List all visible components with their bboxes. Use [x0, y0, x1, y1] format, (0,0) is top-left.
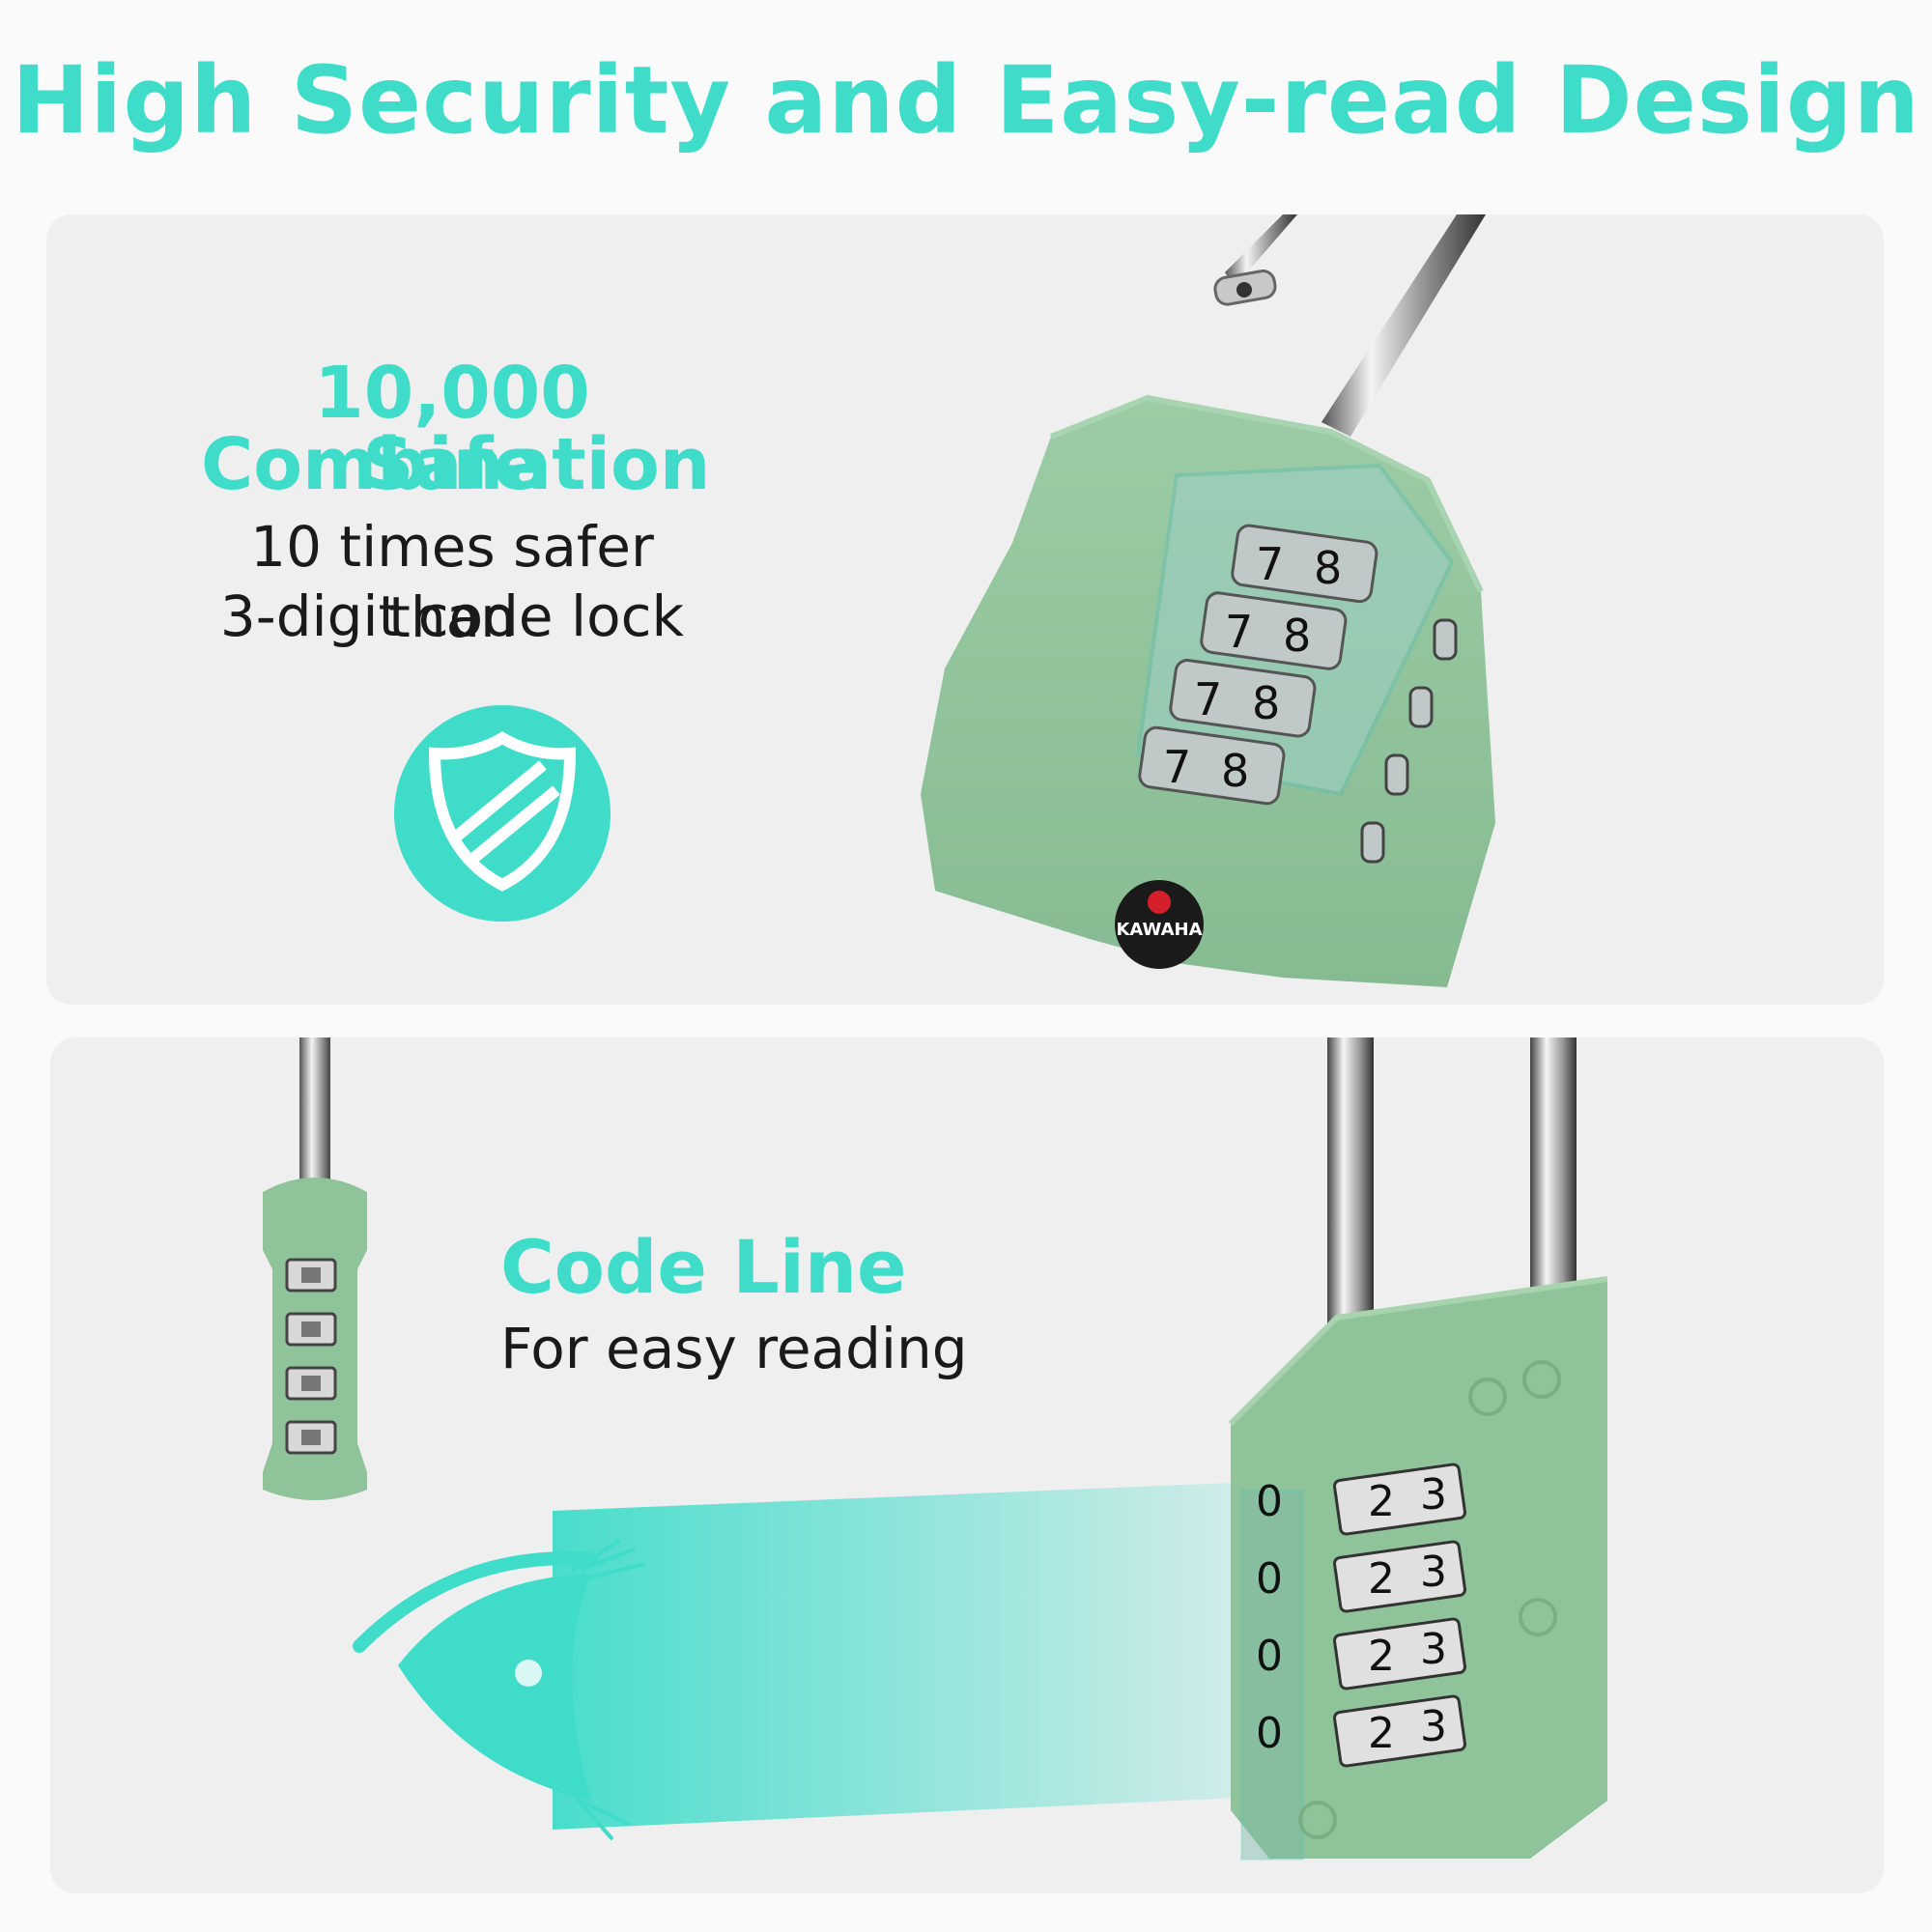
svg-text:7: 7	[1163, 741, 1191, 793]
svg-text:0: 0	[1256, 1477, 1283, 1526]
reading-beam	[353, 1482, 1258, 1841]
shield-icon	[394, 705, 611, 922]
code-line-panel: Code Line For easy reading	[50, 1037, 1884, 1893]
padlock-side-image	[263, 1037, 367, 1500]
security-panel: 10,000 Safe Combination 10 times safer t…	[46, 214, 1884, 1005]
code-line-heading: Code Line	[500, 1224, 907, 1310]
svg-text:0: 0	[1256, 1632, 1283, 1681]
svg-text:7: 7	[1256, 538, 1284, 590]
svg-text:8: 8	[1221, 745, 1249, 797]
code-line-subtext: For easy reading	[500, 1316, 968, 1381]
combination-subtext-line2: 3-digit code lock	[219, 583, 685, 649]
svg-text:3: 3	[1420, 1548, 1447, 1597]
svg-text:8: 8	[1283, 610, 1311, 662]
page-title: High Security and Easy-read Design	[12, 46, 1920, 155]
svg-text:2: 2	[1368, 1632, 1395, 1681]
svg-text:0: 0	[1256, 1554, 1283, 1604]
svg-text:7: 7	[1194, 673, 1222, 725]
svg-text:8: 8	[1314, 542, 1342, 594]
combination-heading-line1: 10,000 Safe	[314, 352, 590, 506]
svg-text:7: 7	[1225, 606, 1253, 658]
svg-text:8: 8	[1252, 677, 1280, 729]
brand-label: KAWAHA	[1116, 920, 1202, 940]
svg-text:2: 2	[1368, 1554, 1395, 1604]
combination-heading-line2: Combination	[201, 423, 711, 506]
svg-text:2: 2	[1368, 1477, 1395, 1526]
svg-text:3: 3	[1420, 1470, 1447, 1520]
combination-subtext-line1: 10 times safer than	[250, 514, 654, 650]
svg-text:3: 3	[1420, 1625, 1447, 1674]
svg-text:0: 0	[1256, 1709, 1283, 1758]
svg-text:2: 2	[1368, 1709, 1395, 1758]
svg-text:3: 3	[1420, 1702, 1447, 1751]
